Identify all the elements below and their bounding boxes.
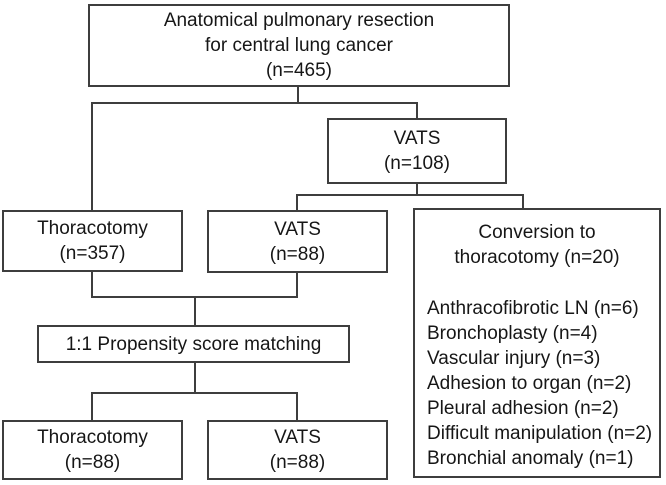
connector-branch1-to-vats108 [416, 102, 418, 119]
box-text-line: Anatomical pulmonary resection [163, 10, 435, 31]
box-text-line: (n=465) [265, 60, 333, 81]
connector-branch1-to-thoracotomy357 [91, 102, 93, 211]
box-text-line: VATS [274, 218, 321, 240]
connector-branch2-to-conversion [522, 194, 524, 210]
connector-split-horizontal [91, 392, 298, 394]
conversion-reason: Vascular injury (n=3) [427, 348, 601, 369]
connector-split-to-vats88-matched [296, 392, 298, 421]
box-text-line: 1:1 Propensity score matching [65, 333, 322, 355]
box-text-line: thoracotomy (n=20) [454, 247, 620, 268]
conversion-reason: Pleural adhesion (n=2) [427, 398, 619, 419]
box-text-line: Conversion to [478, 222, 596, 243]
conversion-heading: Conversion to thoracotomy (n=20) [415, 220, 659, 270]
box-conversion-to-thoracotomy: Conversion to thoracotomy (n=20) Anthrac… [413, 208, 661, 478]
box-vats-108: VATS (n=108) [327, 118, 507, 184]
box-text-line: (n=88) [269, 243, 326, 265]
box-thoracotomy-88: Thoracotomy (n=88) [2, 420, 183, 480]
conversion-reason: Anthracofibrotic LN (n=6) [427, 298, 639, 319]
box-propensity-score-matching: 1:1 Propensity score matching [37, 325, 350, 363]
connector-branch2-horizontal [296, 194, 524, 196]
box-vats-88-matched: VATS (n=88) [207, 420, 388, 480]
conversion-reason: Difficult manipulation (n=2) [427, 423, 653, 444]
connector-psm-down [194, 361, 196, 394]
conversion-reason-list: Anthracofibrotic LN (n=6) Bronchoplasty … [415, 296, 659, 471]
box-text-line: (n=88) [64, 452, 121, 473]
conversion-reason: Bronchial anomaly (n=1) [427, 448, 634, 469]
conversion-reason: Bronchoplasty (n=4) [427, 323, 598, 344]
connector-branch1-horizontal [91, 102, 418, 104]
connector-thoracotomy357-down [91, 270, 93, 298]
box-text-line: (n=108) [383, 153, 451, 174]
box-text-line: VATS [274, 427, 321, 448]
box-text-line: (n=357) [59, 243, 126, 264]
box-text-line: (n=88) [269, 452, 326, 473]
box-vats-88: VATS (n=88) [207, 210, 388, 273]
connector-merge-to-psm [194, 296, 196, 326]
connector-branch2-to-vats88 [296, 194, 298, 211]
box-anatomical-resection: Anatomical pulmonary resection for centr… [88, 4, 510, 87]
box-text-line: VATS [393, 128, 441, 149]
box-text-line: Thoracotomy [37, 427, 148, 448]
box-text-line: for central lung cancer [205, 35, 393, 56]
connector-top-to-branch1 [297, 85, 299, 104]
connector-vats108-to-branch2 [416, 182, 418, 196]
box-text-line: Thoracotomy [37, 218, 148, 239]
conversion-reason: Adhesion to organ (n=2) [427, 373, 632, 394]
connector-split-to-thoracotomy88 [91, 392, 93, 421]
connector-vats88-down [296, 271, 298, 298]
box-thoracotomy-357: Thoracotomy (n=357) [2, 210, 183, 272]
